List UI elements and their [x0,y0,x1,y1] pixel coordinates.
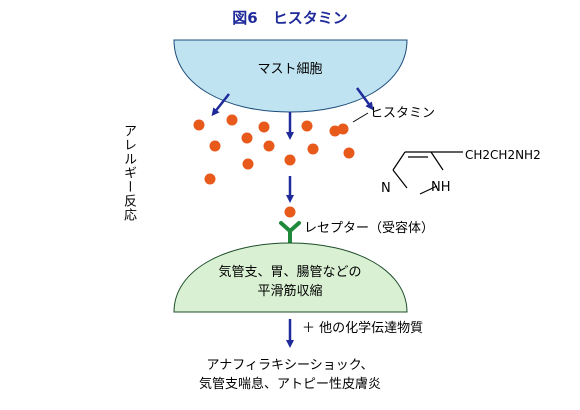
mast-cell-label: マスト細胞 [257,62,322,77]
outcome-line1: アナフィラキシーショック、 [206,358,374,373]
histamine-granule [204,173,216,185]
other-mediators-label: ＋ 他の化学伝達物質 [302,320,423,336]
target-cell-label-line1: 気管支、胃、腸管などの [218,264,361,280]
allergy-reaction-label: アレルギー反応 [121,124,136,222]
histamine-granule [284,154,296,166]
formula-side-chain: CH2CH2NH2 [465,148,541,162]
target-cell-label-line2: 平滑筋収縮 [257,283,322,299]
histamine-granule [226,114,238,126]
figure-title: 図6 ヒスタミン [232,9,348,27]
histamine-granule [284,206,296,218]
histamine-granule [258,121,270,133]
histamine-leader-line [352,112,369,123]
target-cell [173,242,408,313]
receptor-label: レセプター（受容体） [304,220,434,236]
mast-cell [173,39,408,113]
histamine-label: ヒスタミン [370,106,435,121]
imidazole-ring [392,151,463,195]
histamine-granule [193,119,205,131]
histamine-granule [209,140,221,152]
histamine-granule [343,147,355,159]
formula-n-label: N [381,181,391,196]
histamine-granule [241,132,253,144]
formula-nh-label: NH [431,180,451,195]
histamine-granule [242,158,254,170]
outcome-line2: 気管支喘息、アトピー性皮膚炎 [198,377,381,392]
histamine-granules [193,114,355,218]
arrow-release-left [211,93,230,117]
receptor [279,221,301,246]
histamine-granule [337,123,349,135]
histamine-granule [307,143,319,155]
histamine-granule [263,140,275,152]
histamine-granule [301,120,313,132]
arrow-release-right [355,87,374,111]
